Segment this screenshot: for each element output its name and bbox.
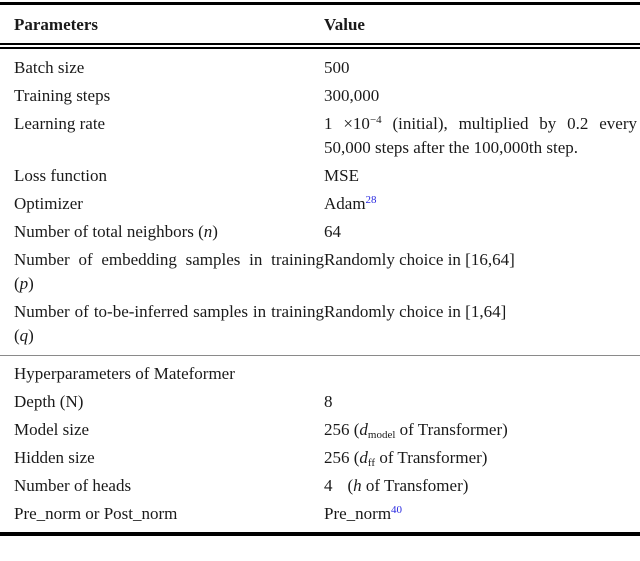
exponent: −4 (369, 114, 382, 126)
header-parameters: Parameters (14, 15, 99, 34)
param-cell: Optimizer (0, 192, 324, 216)
value-variable: h (353, 476, 362, 495)
param-label: ) (28, 326, 34, 345)
table-row: Hidden size 256 (dff of Transformer) (0, 444, 640, 472)
table-top-rule (0, 2, 640, 5)
value-cell: 256 (dff of Transformer) (324, 446, 640, 470)
citation-link[interactable]: 28 (365, 194, 377, 206)
table-body: Batch size 500 Training steps 300,000 Le… (0, 49, 640, 528)
value-text: 8 (324, 392, 333, 411)
value-text: MSE (324, 166, 359, 185)
value-cell: Adam28 (324, 192, 640, 216)
value-cell: 8 (324, 390, 640, 414)
value-cell: MSE (324, 164, 640, 188)
value-text: of Transfomer) (361, 476, 469, 495)
param-cell: Depth (N) (0, 390, 324, 414)
section-title: Hyperparameters of Mateformer (14, 364, 235, 383)
value-cell: Pre_norm40 (324, 502, 640, 526)
param-variable: n (203, 222, 213, 241)
param-label: Batch size (14, 58, 85, 77)
value-variable: d (359, 420, 368, 439)
value-text: Randomly choice in [16,64] (324, 250, 515, 269)
param-label: Model size (14, 420, 90, 439)
subscript: ff (367, 457, 376, 469)
param-label: ) (212, 222, 218, 241)
table-row: Batch size 500 (0, 54, 640, 82)
value-text: 256 ( (324, 420, 360, 439)
value-text: 500 (324, 58, 350, 77)
value-cell: 500 (324, 56, 640, 80)
param-label: Number of total neighbors ( (14, 222, 204, 241)
param-cell: Number of to-be-inferred samples in trai… (0, 300, 324, 348)
value-text: Randomly choice in [1,64] (324, 302, 507, 321)
subscript: model (367, 429, 396, 441)
header-value: Value (324, 15, 365, 34)
param-label: Optimizer (14, 194, 83, 213)
param-cell: Batch size (0, 56, 324, 80)
param-label: Hidden size (14, 448, 95, 467)
value-cell: Randomly choice in [1,64] (324, 300, 640, 348)
value-variable: d (359, 448, 368, 467)
table-row: Number of to-be-inferred samples in trai… (0, 298, 640, 350)
value-text: of Transformer) (395, 420, 508, 439)
param-label: Depth (N) (14, 392, 84, 411)
table-header-row: Parameters Value (0, 5, 640, 43)
param-cell: Learning rate (0, 112, 324, 160)
value-cell: 4 (h of Transfomer) (324, 474, 640, 498)
table-bottom-rule (0, 532, 640, 536)
param-cell: Model size (0, 418, 324, 442)
value-text: Pre_norm (324, 504, 392, 523)
table-row: Model size 256 (dmodel of Transformer) (0, 416, 640, 444)
param-label: Pre_norm or Post_norm (14, 504, 178, 523)
table-row: Loss function MSE (0, 162, 640, 190)
value-text: 4 (324, 476, 333, 495)
param-cell: Number of embedding samples in training … (0, 248, 324, 296)
value-cell: 256 (dmodel of Transformer) (324, 418, 640, 442)
value-text: ( (347, 476, 354, 495)
section-divider-rule (0, 355, 640, 356)
table-row: Pre_norm or Post_norm Pre_norm40 (0, 500, 640, 528)
param-cell: Loss function (0, 164, 324, 188)
param-cell: Number of heads (0, 474, 324, 498)
value-text: Adam (324, 194, 366, 213)
table-row: Depth (N) 8 (0, 388, 640, 416)
value-text: of Transformer) (375, 448, 488, 467)
param-label: Learning rate (14, 114, 106, 133)
param-cell: Training steps (0, 84, 324, 108)
section-header-row: Hyperparameters of Mateformer (0, 359, 640, 388)
value-text: 1 ×10 (324, 114, 370, 133)
param-variable: q (19, 326, 29, 345)
value-text: (initial), multiplied by 0.2 every 50,00… (324, 114, 637, 157)
param-label: Number of heads (14, 476, 132, 495)
table-row: Training steps 300,000 (0, 82, 640, 110)
value-text: 300,000 (324, 86, 380, 105)
table-row: Learning rate 1 ×10−4 (initial), multipl… (0, 110, 640, 162)
value-cell: 64 (324, 220, 640, 244)
param-cell: Hidden size (0, 446, 324, 470)
param-cell: Number of total neighbors (n) (0, 220, 324, 244)
param-label: ) (28, 274, 34, 293)
table-row: Number of total neighbors (n) 64 (0, 218, 640, 246)
value-text: 256 ( (324, 448, 360, 467)
param-label: Loss function (14, 166, 108, 185)
table-row: Optimizer Adam28 (0, 190, 640, 218)
param-label: Number of to-be-inferred samples in trai… (14, 302, 324, 345)
param-cell: Pre_norm or Post_norm (0, 502, 324, 526)
table-row: Number of embedding samples in training … (0, 246, 640, 298)
value-cell: 300,000 (324, 84, 640, 108)
value-cell: 1 ×10−4 (initial), multiplied by 0.2 eve… (324, 112, 640, 160)
parameters-table: Parameters Value Batch size 500 Training… (0, 2, 640, 536)
citation-link[interactable]: 40 (391, 504, 403, 516)
value-text: 64 (324, 222, 341, 241)
param-label: Training steps (14, 86, 111, 105)
table-row: Number of heads 4 (h of Transfomer) (0, 472, 640, 500)
param-label: Number of embedding samples in training … (14, 250, 324, 293)
value-cell: Randomly choice in [16,64] (324, 248, 640, 296)
param-variable: p (19, 274, 29, 293)
header-rule (0, 43, 640, 49)
